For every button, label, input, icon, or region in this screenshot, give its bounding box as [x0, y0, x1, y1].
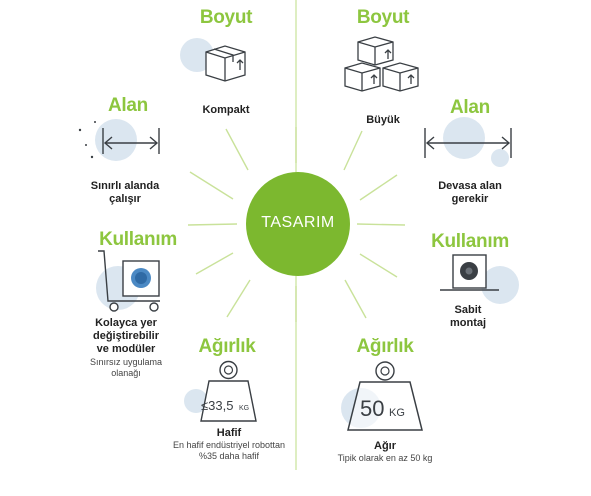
stacked-boxes-icon	[344, 36, 419, 92]
fixed-mount-icon	[440, 254, 519, 304]
left-usage-sub: Sınırsız uygulama olanağı	[89, 357, 163, 378]
large-weight-unit: KG	[389, 407, 405, 419]
right-size-heading: Boyut	[356, 7, 410, 28]
left-weight-sub: En hafif endüstriyel robottan %35 daha h…	[172, 440, 286, 461]
wide-span-arrow-icon	[424, 117, 512, 167]
center-label: TASARIM	[261, 214, 335, 231]
short-span-arrow-icon	[78, 119, 160, 161]
left-weight-label: Hafif	[216, 427, 242, 439]
left-space-heading: Alan	[108, 95, 148, 116]
right-usage-label: Sabit montaj	[449, 304, 487, 329]
left-weight-heading: Ağırlık	[198, 336, 256, 357]
right-weight-label: Ağır	[374, 440, 396, 452]
right-size-label: Büyük	[366, 114, 400, 126]
left-usage-heading: Kullanım	[99, 229, 177, 250]
left-size-label: Kompakt	[202, 104, 250, 116]
small-weight-unit: KG	[239, 405, 249, 412]
left-space-label: Sınırlı alanda çalışır	[90, 180, 160, 205]
single-box-icon	[180, 38, 246, 82]
right-usage-heading: Kullanım	[431, 231, 509, 252]
large-weight-value: 50	[360, 396, 384, 421]
left-size-heading: Boyut	[199, 7, 253, 28]
center-circle	[246, 172, 350, 276]
right-space-label: Devasa alan gerekir	[438, 180, 502, 205]
small-weight-value: ≤33,5	[201, 398, 233, 413]
right-weight-sub: Tipik olarak en az 50 kg	[337, 453, 433, 463]
large-weight-icon: 50 KG	[341, 361, 423, 431]
small-weight-icon: ≤33,5 KG	[184, 360, 257, 422]
robot-cart-icon	[96, 250, 160, 312]
left-usage-label: Kolayca yer değiştirebilir ve modüler	[92, 317, 160, 355]
sun-rays	[187, 127, 406, 322]
right-space-heading: Alan	[450, 97, 490, 118]
right-weight-heading: Ağırlık	[356, 336, 414, 357]
